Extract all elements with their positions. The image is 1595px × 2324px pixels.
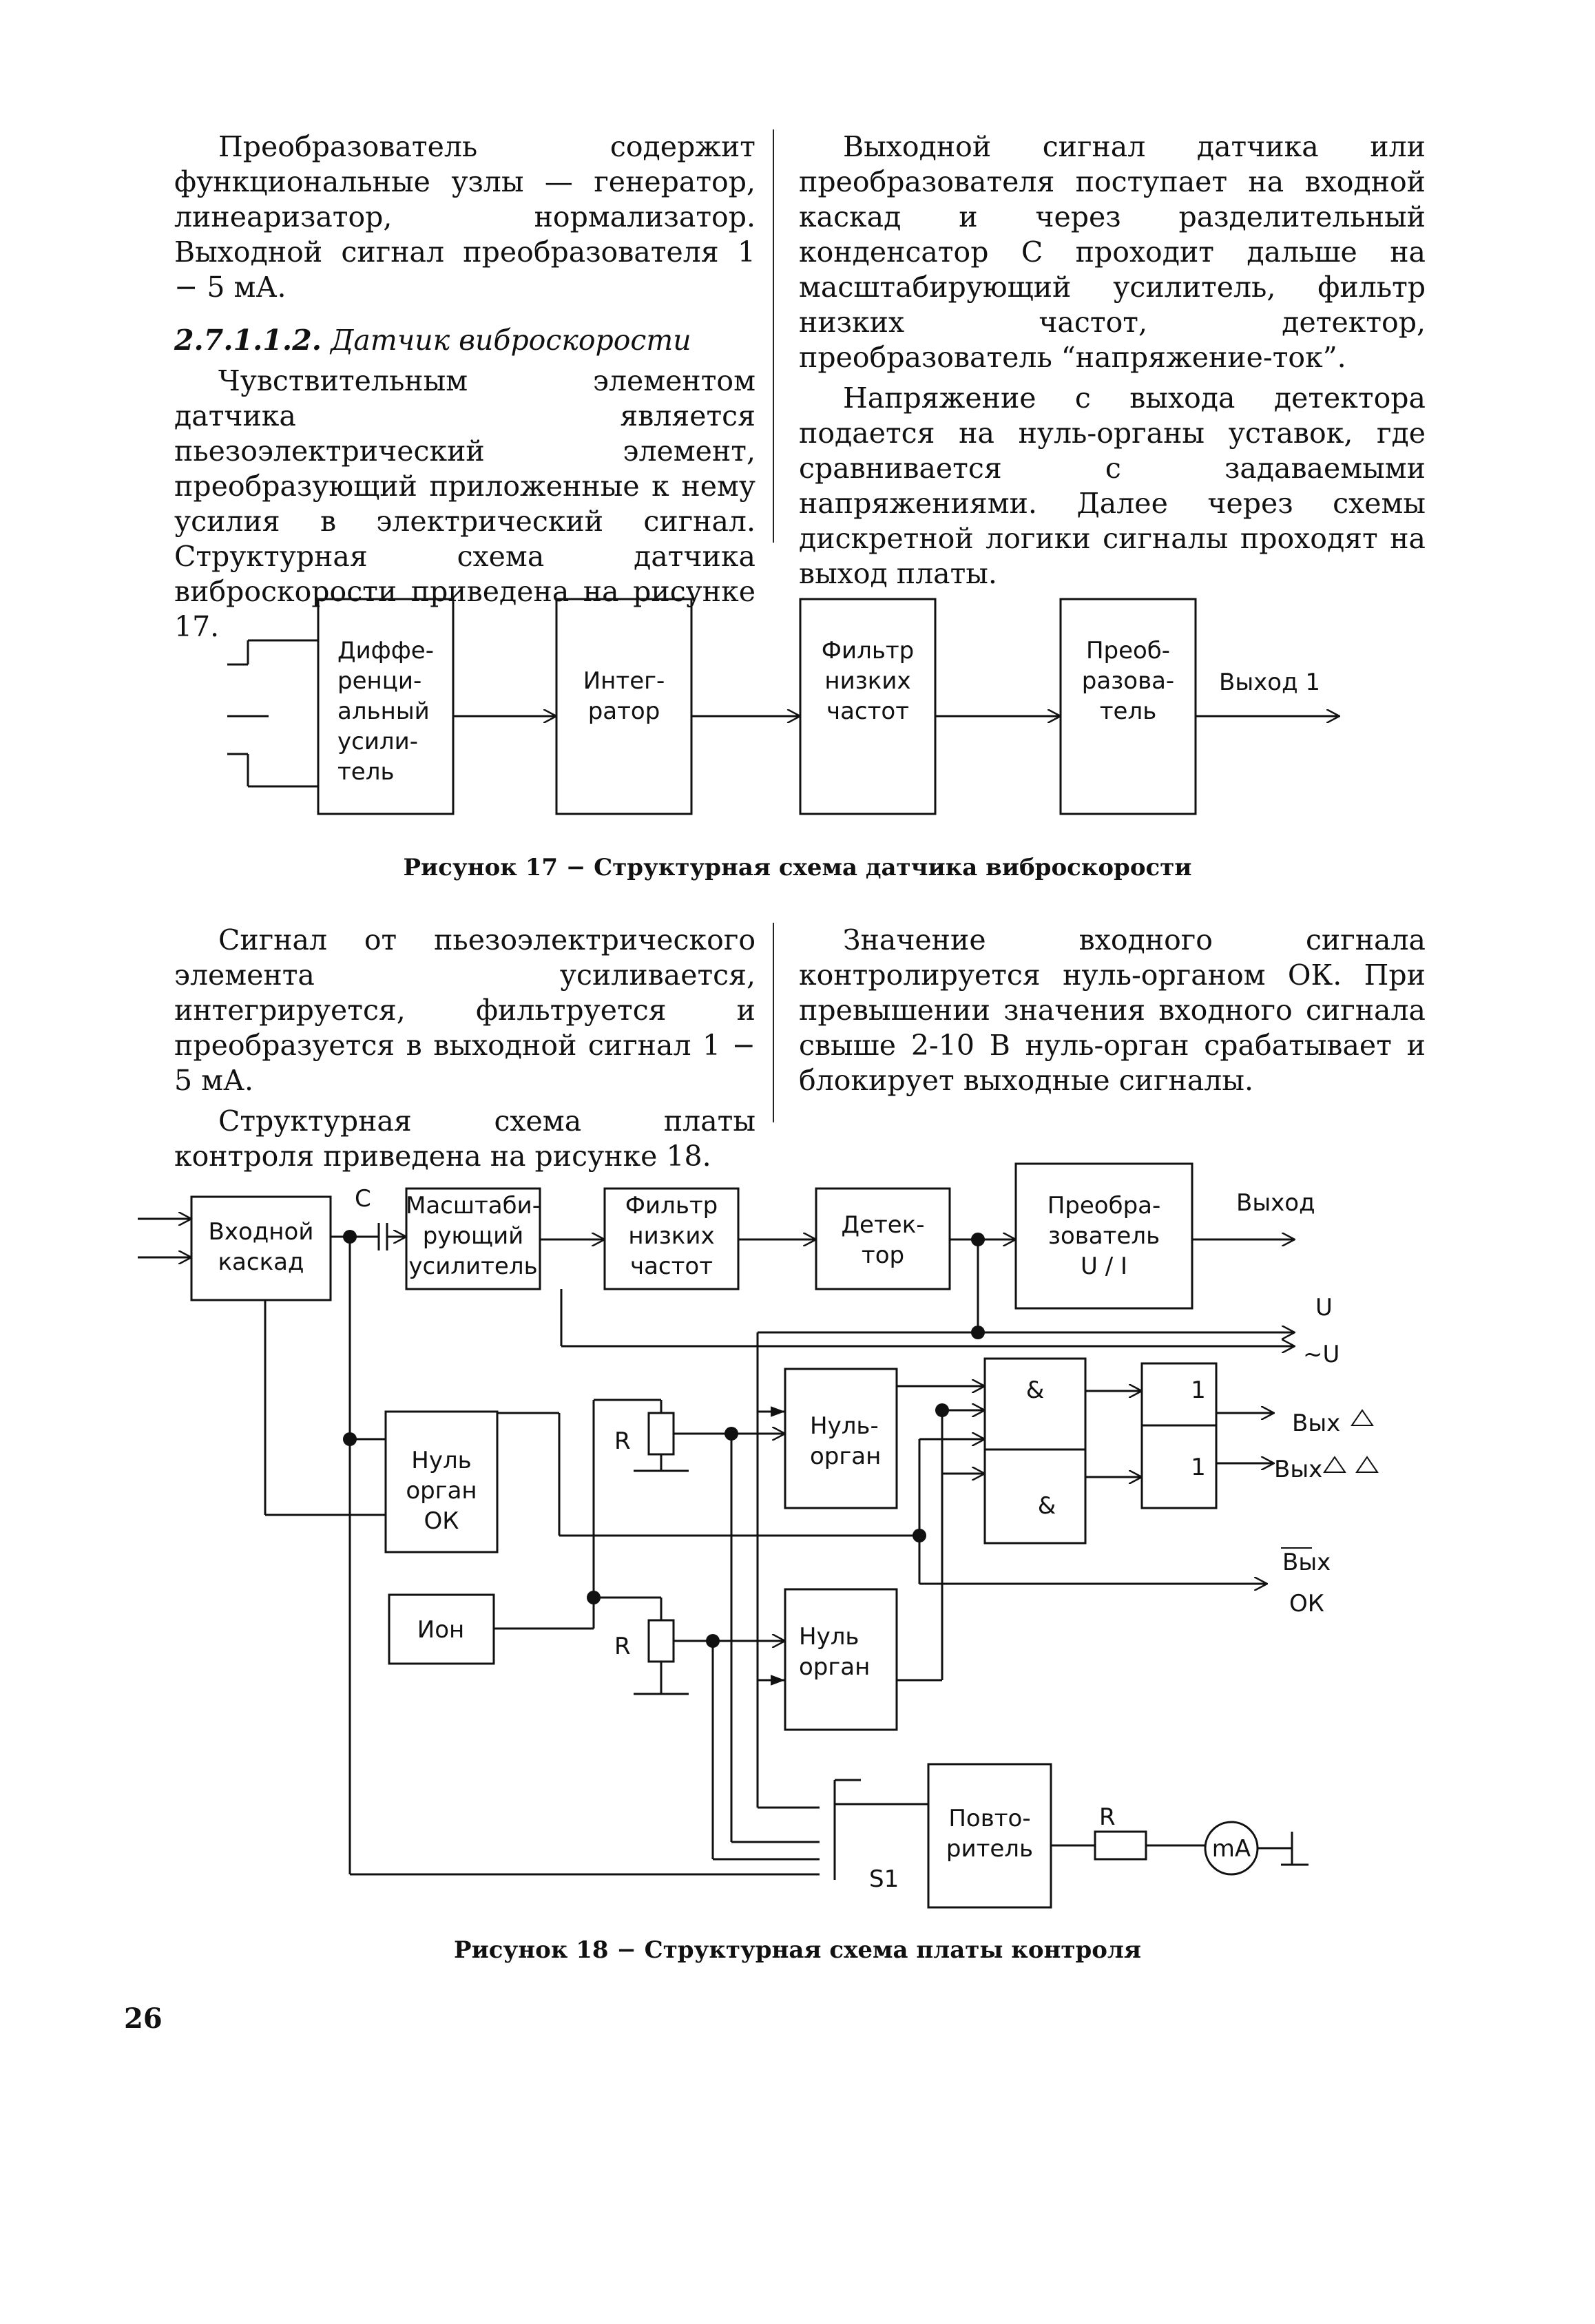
and-label: & — [1026, 1376, 1045, 1404]
output-label: Выход — [1236, 1189, 1315, 1217]
resistor-label: R — [614, 1633, 631, 1660]
block-label-line: Ион — [417, 1616, 464, 1644]
block-label-line: усилитель — [408, 1253, 537, 1280]
and-gate-block — [983, 1357, 1087, 1545]
or-gate-block — [1140, 1362, 1218, 1509]
block-label-line: усили- — [337, 728, 418, 755]
resistor-1 — [647, 1412, 675, 1456]
switch-label: S1 — [869, 1865, 899, 1893]
block-label-line: альный — [337, 698, 430, 725]
diff-amplifier-block — [317, 598, 455, 815]
paragraph: Структурная схема платы контроля приведе… — [174, 1105, 755, 1173]
paragraph: Сигнал от пьезоэлектрического элемента у… — [174, 923, 755, 1097]
page-number: 26 — [124, 2002, 163, 2035]
paragraph: Преобразователь содержит функциональные … — [174, 130, 755, 304]
block-label-line: зователь — [1048, 1222, 1160, 1250]
detector-block — [815, 1187, 951, 1290]
block-label-line: Преобра- — [1047, 1192, 1161, 1219]
block-label-line: Детек- — [841, 1211, 924, 1239]
section-number: 2.7.1.1.2. — [174, 324, 322, 357]
delta-icon — [1355, 1456, 1379, 1473]
block-label-line: разова- — [1082, 667, 1174, 695]
block-label-line: частот — [630, 1253, 713, 1280]
block-label-line: тель — [1100, 698, 1157, 725]
repeater-block — [927, 1763, 1052, 1909]
delta-icon — [1323, 1456, 1346, 1473]
block-label-line: ренци- — [337, 667, 421, 695]
block-label-line: U / I — [1081, 1253, 1127, 1280]
out-ok-label: Вых — [1282, 1549, 1331, 1576]
block-label-line: Диффе- — [337, 637, 434, 664]
block-label-line: Нуль- — [810, 1412, 879, 1440]
block-label-line: Фильтр — [625, 1192, 718, 1219]
figure-18-caption: Рисунок 18 − Структурная схема платы кон… — [454, 1936, 1141, 1964]
figure-17-diagram: Диффе- ренци- альный усили- тель Интег- … — [227, 598, 1595, 815]
block-label-line: ратор — [588, 698, 660, 725]
paragraph: Чувствительным элементом датчика являетс… — [174, 364, 755, 643]
block-label-line: частот — [826, 698, 909, 725]
figure-18-diagram: Входной каскад С Масштаби- рующий усилит… — [138, 1162, 1379, 1909]
column-divider — [773, 923, 774, 1122]
block-label-line: ритель — [946, 1835, 1033, 1863]
block-label-line: тор — [862, 1242, 904, 1269]
block-label-line: рующий — [423, 1222, 524, 1250]
block-label-line: Входной — [209, 1218, 314, 1246]
top-right-column: Выходной сигнал датчика или преобразоват… — [799, 129, 1426, 592]
paragraph: Выходной сигнал датчика или преобразоват… — [799, 130, 1426, 374]
block-label-line: орган — [406, 1477, 477, 1505]
block-label-line: Масштаби- — [406, 1192, 541, 1219]
ma-label: mA — [1212, 1835, 1251, 1863]
capacitor-label: С — [355, 1185, 371, 1213]
and-label: & — [1038, 1492, 1056, 1520]
integrator-block — [555, 598, 693, 815]
converter-block — [1059, 598, 1197, 815]
resistor-2 — [647, 1619, 675, 1663]
out-delta1-label: Вых — [1292, 1410, 1340, 1437]
or-label: 1 — [1191, 1376, 1206, 1404]
paragraph: Напряжение с выхода детектора подается н… — [799, 381, 1426, 590]
block-label-line: Нуль — [799, 1623, 859, 1651]
block-label-line: Нуль — [411, 1447, 471, 1474]
block-label-line: орган — [810, 1443, 881, 1470]
paragraph: Значение входного сигнала контролируется… — [799, 923, 1426, 1097]
input-stage-block — [190, 1195, 332, 1301]
block-label-line: Повто- — [948, 1805, 1030, 1832]
u-label: U — [1315, 1294, 1333, 1321]
block-label-line: низких — [824, 667, 910, 695]
resistor-output — [1094, 1830, 1147, 1861]
output-label: Выход 1 — [1219, 669, 1320, 696]
section-title: Датчик виброскорости — [331, 324, 691, 357]
out-delta2-label: Вых — [1274, 1456, 1322, 1483]
out-ok-label: ОК — [1289, 1590, 1324, 1618]
block-label-line: орган — [799, 1653, 870, 1681]
block-label-line: Фильтр — [822, 637, 915, 664]
block-label-line: Интег- — [583, 667, 665, 695]
figure-17-caption: Рисунок 17 − Структурная схема датчика в… — [403, 854, 1192, 881]
delta-icon — [1351, 1409, 1374, 1426]
u-tilde-label: ~U — [1303, 1341, 1339, 1368]
section-heading: 2.7.1.1.2. Датчик виброскорости — [174, 323, 755, 358]
null-organ-2-block — [784, 1588, 898, 1731]
block-label-line: ОК — [424, 1507, 459, 1535]
top-left-column: Преобразователь содержит функциональные … — [174, 129, 755, 645]
null-organ-ok-block — [384, 1410, 499, 1553]
block-label-line: Преоб- — [1086, 637, 1170, 664]
middle-left-column: Сигнал от пьезоэлектрического элемента у… — [174, 923, 755, 1174]
resistor-label: R — [614, 1427, 631, 1455]
column-divider — [773, 129, 774, 543]
block-label-line: тель — [337, 758, 395, 786]
or-label: 1 — [1191, 1454, 1206, 1481]
middle-right-column: Значение входного сигнала контролируется… — [799, 923, 1426, 1098]
block-label-line: низких — [628, 1222, 714, 1250]
lowpass-filter-block — [799, 598, 937, 815]
block-label-line: каскад — [218, 1248, 304, 1276]
resistor-label: R — [1099, 1803, 1116, 1831]
